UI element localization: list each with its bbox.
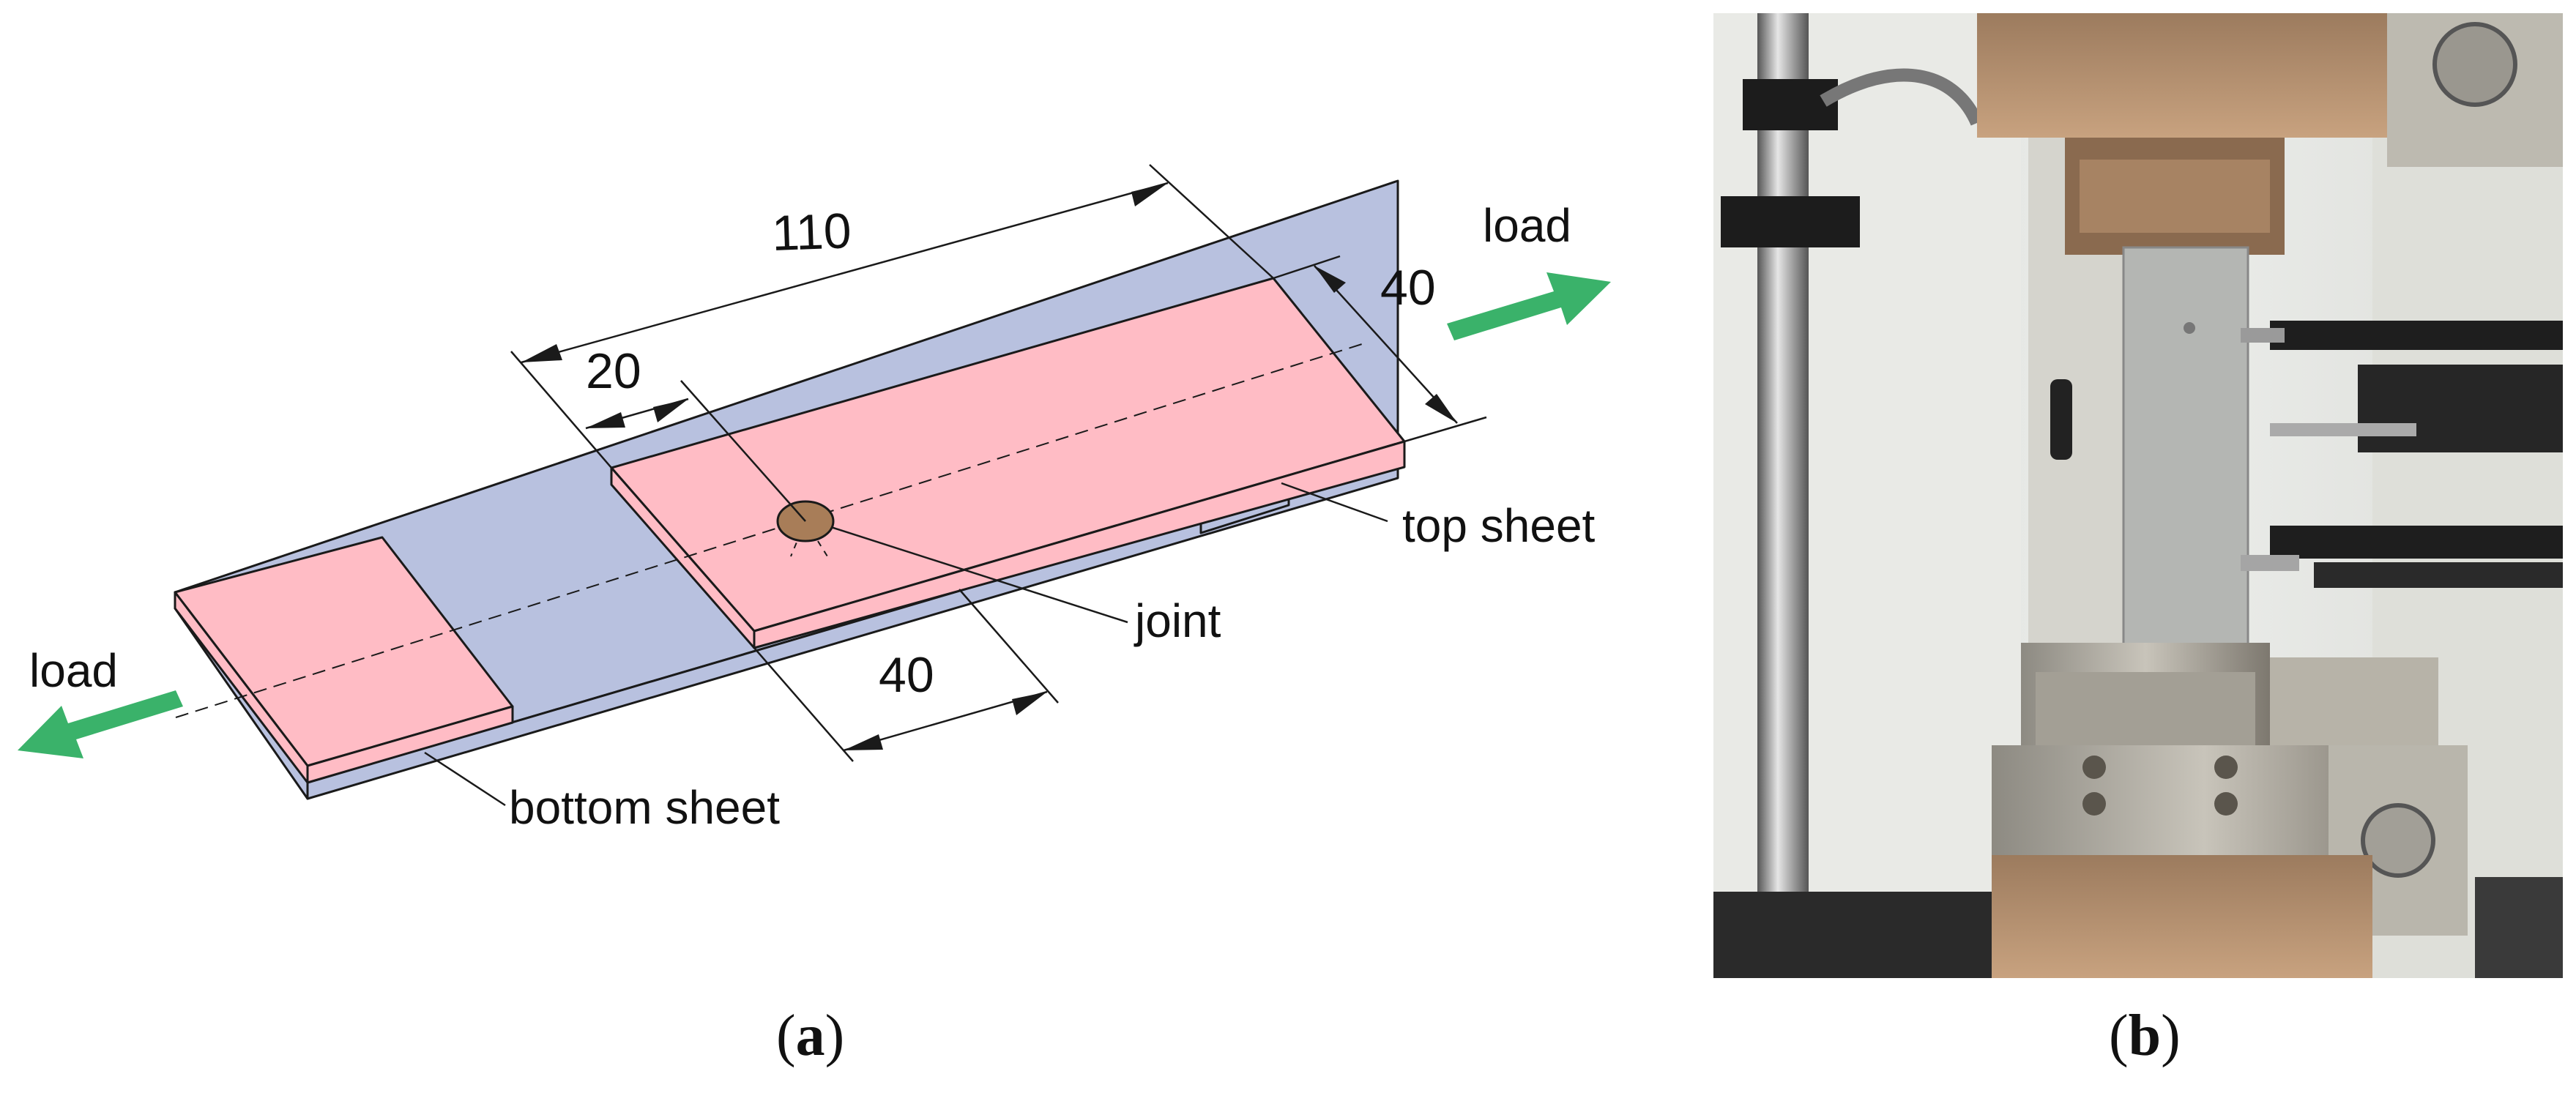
test-setup-photo bbox=[1713, 13, 2563, 978]
caption-a: (a) bbox=[776, 1004, 845, 1068]
joint-leader bbox=[830, 526, 1128, 624]
dim-110-arrow-right bbox=[1131, 183, 1168, 206]
guide-rod bbox=[1757, 13, 1809, 978]
dim-40-width-arrow-bottom bbox=[1425, 394, 1457, 423]
dim-20-label: 20 bbox=[586, 343, 641, 399]
load-label-left: load bbox=[29, 644, 118, 697]
dim-40-width-label: 40 bbox=[1380, 260, 1436, 316]
top-sheet-leader bbox=[1281, 482, 1388, 523]
top-sheet-label: top sheet bbox=[1402, 499, 1596, 552]
load-label-right: load bbox=[1483, 199, 1571, 252]
dim-40-overlap-label: 40 bbox=[879, 647, 934, 703]
caption-b: (b) bbox=[2109, 1004, 2181, 1068]
bottom-sheet-leader bbox=[424, 751, 506, 807]
load-arrow-right bbox=[1447, 272, 1611, 340]
dim-40-overlap-arrow-right bbox=[1012, 692, 1047, 715]
joint-label: joint bbox=[1133, 594, 1221, 647]
bottom-sheet-label: bottom sheet bbox=[509, 781, 780, 834]
upper-grip-housing bbox=[1977, 13, 2387, 138]
center-line bbox=[175, 343, 1363, 718]
dim-20-arrow-right bbox=[653, 399, 688, 422]
specimen-strip bbox=[2123, 247, 2248, 657]
dim-20-arrow-left bbox=[586, 412, 625, 428]
specimen-schematic: 110 20 40 40 load load top sheet joint b… bbox=[18, 164, 1611, 834]
dim-40-width-arrow-top bbox=[1314, 266, 1346, 293]
extensometer bbox=[2241, 321, 2563, 588]
dim-110-arrow-left bbox=[521, 344, 562, 362]
dim-40-overlap-arrow-left bbox=[844, 734, 883, 750]
load-arrow-left bbox=[18, 690, 183, 758]
dim-110-label: 110 bbox=[771, 203, 852, 261]
grip-tab-side-face bbox=[174, 591, 309, 784]
